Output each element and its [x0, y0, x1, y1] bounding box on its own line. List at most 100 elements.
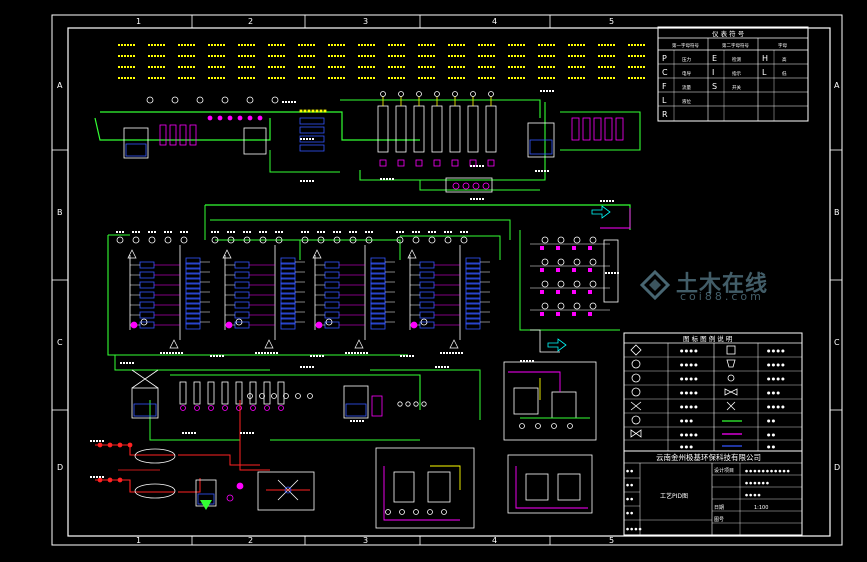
- instrument-label: [304, 231, 306, 233]
- equipment-tag: [216, 355, 218, 357]
- equipment-tag: [541, 170, 543, 172]
- stage-label: [172, 352, 174, 354]
- instrument-label: [217, 231, 219, 233]
- equipment-label: [523, 66, 525, 68]
- equipment-label: [454, 66, 456, 68]
- instrument-symbol: [573, 258, 581, 266]
- equipment-label: [460, 77, 462, 79]
- instrument-label: [265, 231, 267, 233]
- equipment-label: [418, 44, 420, 46]
- equipment-label: [493, 55, 495, 57]
- equipment-label: [424, 66, 426, 68]
- equipment-label: [553, 66, 555, 68]
- equipment-tag: [126, 362, 128, 364]
- instrument-letter: C: [662, 68, 668, 77]
- equipment-label: [451, 44, 453, 46]
- equipment-label: [628, 66, 630, 68]
- membrane-element: [299, 144, 325, 152]
- filter-unit: [582, 117, 591, 141]
- equipment-label: [217, 66, 219, 68]
- membrane-element: [234, 271, 250, 279]
- membrane-element: [280, 262, 296, 270]
- instrument-label: [371, 231, 373, 233]
- pump-symbol: [572, 290, 576, 294]
- equipment-label: [478, 44, 480, 46]
- stage-label: [178, 352, 180, 354]
- equipment-label: [463, 44, 465, 46]
- square-symbol-icon: [726, 345, 736, 355]
- membrane-element: [419, 261, 435, 269]
- equipment-tag: [409, 355, 411, 357]
- equipment-label: [577, 77, 579, 79]
- equipment-label: [493, 66, 495, 68]
- equipment-label: [163, 66, 165, 68]
- equipment-label: [538, 55, 540, 57]
- equipment-tag: [310, 355, 312, 357]
- equipment-tag: [549, 90, 551, 92]
- equipment-label: [157, 77, 159, 79]
- instrument-label: [164, 231, 166, 233]
- equipment-label: [454, 44, 456, 46]
- instrument-symbol: [589, 236, 597, 244]
- instrument-symbol: [284, 486, 292, 494]
- equipment-label: [154, 44, 156, 46]
- pump-symbol: [208, 405, 214, 411]
- tank-level: [125, 143, 147, 157]
- stage-label: [264, 352, 266, 354]
- equipment-label: [214, 44, 216, 46]
- membrane-element: [185, 322, 201, 330]
- membrane-element: [324, 301, 340, 309]
- instrument-letter: P: [662, 54, 667, 63]
- membrane-element: [370, 317, 386, 325]
- watermark-logo-icon: [640, 270, 670, 300]
- equipment-label: [298, 66, 300, 68]
- equipment-label: [271, 66, 273, 68]
- equipment-label: [151, 66, 153, 68]
- membrane-element: [370, 267, 386, 275]
- equipment-label: [493, 44, 495, 46]
- equipment-label: [310, 55, 312, 57]
- svg-text:● ● ● ● ● ●: ● ● ● ● ● ●: [745, 481, 769, 485]
- pump-symbol: [315, 321, 323, 329]
- instrument-symbol: [325, 318, 333, 326]
- col-label: 4: [492, 17, 497, 26]
- sheet-label: 图号: [714, 517, 724, 523]
- instrument-symbol: [317, 236, 325, 244]
- equipment-tag: [309, 180, 311, 182]
- equipment-label: [247, 55, 249, 57]
- equipment-label: [268, 44, 270, 46]
- equipment-label: [361, 66, 363, 68]
- pump-symbol: [588, 246, 592, 250]
- equipment-label: [478, 66, 480, 68]
- equipment-label: [184, 44, 186, 46]
- col-label: 2: [248, 17, 253, 26]
- equipment-label: [193, 44, 195, 46]
- instrument-symbol: [380, 91, 386, 97]
- equipment-label: [421, 66, 423, 68]
- stage-label: [455, 352, 457, 354]
- equipment-tag: [617, 272, 619, 274]
- pipe-line: [114, 355, 270, 371]
- stage-label: [366, 352, 368, 354]
- equipment-label: [211, 77, 213, 79]
- membrane-element: [185, 262, 201, 270]
- equipment-tag: [291, 101, 293, 103]
- valve-mark: [303, 109, 307, 113]
- instrument-label: [249, 231, 251, 233]
- pump-symbol: [227, 115, 233, 121]
- equipment-label: [337, 44, 339, 46]
- equipment-tag: [120, 362, 122, 364]
- equipment-label: [601, 77, 603, 79]
- instrument-label: [447, 231, 449, 233]
- equipment-tag: [194, 432, 196, 434]
- storage-tank: [525, 473, 549, 501]
- membrane-element: [465, 257, 481, 265]
- membrane-element: [465, 292, 481, 300]
- pump-symbol: [222, 405, 228, 411]
- membrane-element: [185, 297, 201, 305]
- svg-text:● ● ● ●: ● ● ● ●: [680, 348, 698, 353]
- instrument-label: [415, 231, 417, 233]
- equipment-label: [640, 55, 642, 57]
- equipment-label: [130, 55, 132, 57]
- equipment-label: [157, 55, 159, 57]
